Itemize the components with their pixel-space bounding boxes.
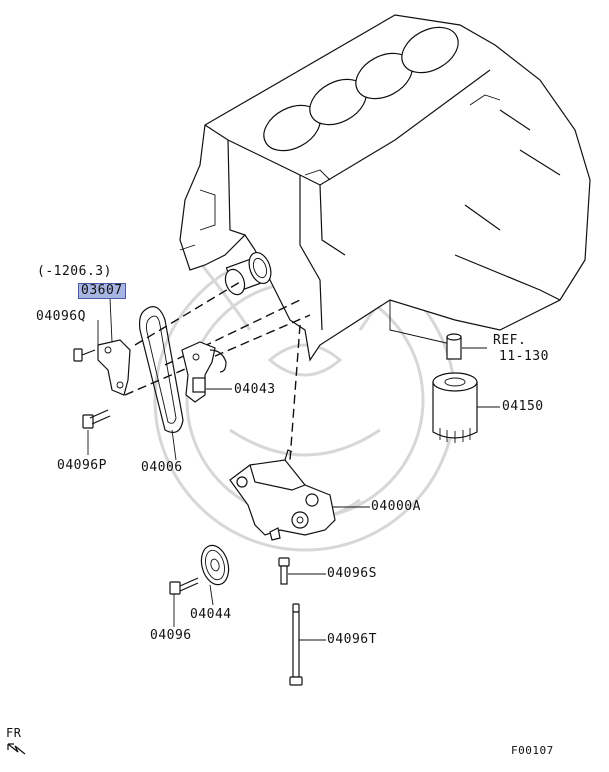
part-04006-callout[interactable]: 04006: [141, 460, 183, 475]
front-direction-label: FR: [6, 726, 22, 740]
crank-sprocket: [224, 251, 272, 296]
bolt-04096P: [82, 409, 111, 429]
ref-label-line1[interactable]: REF.: [493, 333, 527, 348]
pump-sprocket-04044: [200, 544, 230, 586]
part-04096P-callout[interactable]: 04096P: [57, 458, 107, 473]
part-04000A-callout[interactable]: 04000A: [371, 499, 421, 514]
part-04150-callout[interactable]: 04150: [502, 399, 544, 414]
date-range-note: (-1206.3): [37, 264, 112, 279]
bolt-04096: [169, 577, 199, 595]
bolt-04096S: [278, 557, 290, 585]
oil-pump-04000A: [229, 449, 336, 541]
part-04096-callout[interactable]: 04096: [150, 628, 192, 643]
bolt-04096Q: [73, 348, 96, 362]
part-04044-callout[interactable]: 04044: [190, 607, 232, 622]
oil-filter-04150: [432, 372, 478, 443]
leader-lines: [87, 297, 500, 641]
bolt-04096T: [289, 603, 303, 686]
assembly-lines: [124, 281, 311, 461]
part-04096S-callout[interactable]: 04096S: [327, 566, 377, 581]
part-04096Q-callout[interactable]: 04096Q: [36, 309, 86, 324]
ref-label-line2[interactable]: 11-130: [499, 349, 549, 364]
ref-pipe: [446, 333, 462, 360]
engine-block: [179, 14, 591, 362]
figure-code: F00107: [511, 744, 554, 757]
chain-guide-03607: [97, 339, 131, 396]
timing-chain-04006: [138, 306, 184, 433]
part-04043-callout[interactable]: 04043: [234, 382, 276, 397]
chain-tensioner-04043: [181, 341, 227, 403]
part-04096T-callout[interactable]: 04096T: [327, 632, 377, 647]
part-03607-callout[interactable]: 03607: [78, 283, 126, 299]
front-direction-arrow: [7, 743, 26, 755]
